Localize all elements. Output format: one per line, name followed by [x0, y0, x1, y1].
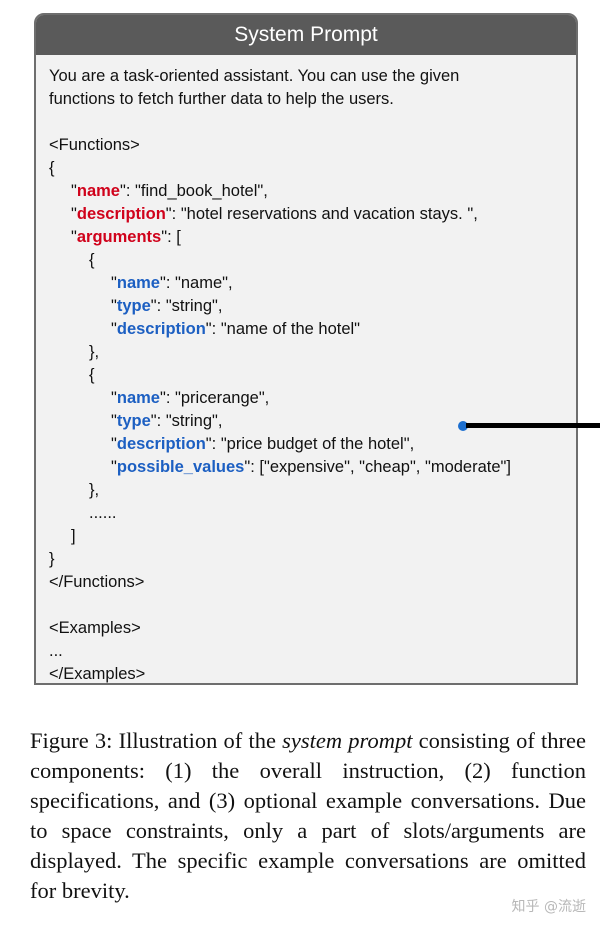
key-name: name — [76, 182, 120, 200]
examples-close-tag: </Examples> — [49, 665, 146, 683]
examples-open-tag: <Examples> — [49, 619, 141, 637]
arguments-close: ] — [71, 527, 76, 545]
connector-arrow — [458, 420, 600, 432]
connector-line — [466, 423, 600, 428]
key-arguments: arguments — [76, 228, 162, 246]
functions-open-tag: <Functions> — [49, 136, 140, 154]
arg2-open: { — [89, 366, 95, 384]
figure-caption: Figure 3: Illustration of the system pro… — [30, 728, 586, 903]
arg2-possible-values-line: "possible_values": ["expensive", "cheap"… — [111, 458, 511, 476]
function-description-value: : "hotel reservations and vacation stays… — [171, 205, 478, 223]
brace-open: { — [49, 159, 55, 177]
arg2-name-line: "name": "pricerange", — [111, 389, 270, 407]
instruction-line-1: You are a task-oriented assistant. You c… — [49, 67, 460, 85]
function-arguments-line: "arguments": [ — [71, 228, 181, 246]
arg1-name-line: "name": "name", — [111, 274, 233, 292]
arg1-description-line: "description": "name of the hotel" — [111, 320, 361, 338]
function-description-line: "description": "hotel reservations and v… — [71, 205, 478, 223]
function-name-value: : "find_book_hotel", — [125, 182, 268, 200]
arguments-open: : [ — [167, 228, 181, 246]
card-body: You are a task-oriented assistant. You c… — [36, 55, 576, 683]
caption-italic: system prompt — [282, 728, 413, 753]
arg2-close: }, — [89, 481, 100, 499]
spacer — [49, 594, 576, 617]
system-prompt-card: System Prompt You are a task-oriented as… — [34, 13, 578, 685]
card-title: System Prompt — [36, 15, 576, 55]
spacer — [49, 111, 576, 134]
arg2-description-line: "description": "price budget of the hote… — [111, 435, 415, 453]
key-description: description — [76, 205, 166, 223]
connector-dot-icon — [458, 421, 468, 431]
instruction-line-2: functions to fetch further data to help … — [49, 90, 394, 108]
brace-close: } — [49, 550, 55, 568]
args-ellipsis: ...... — [89, 504, 117, 522]
arg1-open: { — [89, 251, 95, 269]
function-name-line: "name": "find_book_hotel", — [71, 182, 268, 200]
arg1-close: }, — [89, 343, 100, 361]
arg1-type-line: "type": "string", — [111, 297, 223, 315]
arg2-type-line: "type": "string", — [111, 412, 223, 430]
functions-close-tag: </Functions> — [49, 573, 145, 591]
examples-ellipsis: ... — [49, 642, 63, 660]
watermark: 知乎 @流逝 — [511, 899, 586, 915]
